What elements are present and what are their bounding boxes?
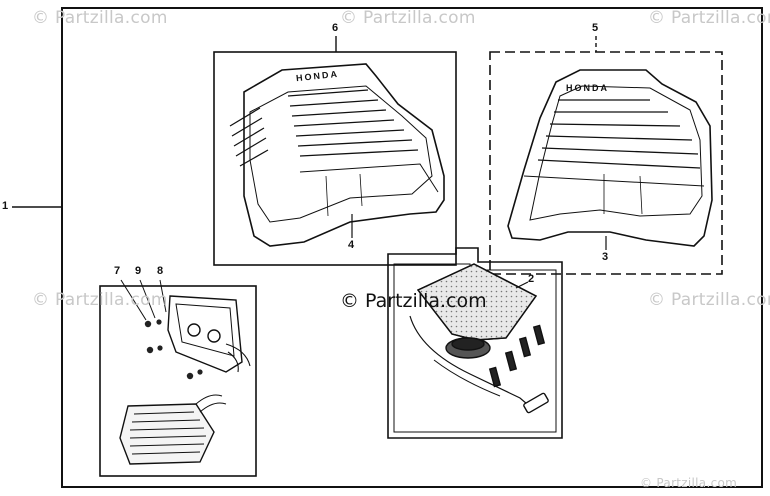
group-frame-6 — [213, 51, 457, 266]
lamp-lens — [119, 394, 227, 465]
watermark-top-left: © Partzilla.com — [32, 8, 168, 28]
callout-7: 7 — [114, 265, 121, 277]
watermark-top-center: © Partzilla.com — [340, 8, 476, 28]
watermark-center: © Partzilla.com — [340, 290, 487, 312]
watermark-mid-right: © Partzilla.com — [648, 290, 770, 310]
callout-1: 1 — [2, 200, 9, 212]
cover-right-brand: HONDA — [566, 83, 609, 93]
watermark-bottom-right: © Partzilla.com — [640, 476, 738, 490]
watermark-mid-left: © Partzilla.com — [32, 290, 168, 310]
callout-3: 3 — [602, 251, 609, 263]
callout-8: 8 — [157, 265, 164, 277]
lamp-housing — [167, 295, 251, 373]
leader-lines-7-8-9 — [120, 279, 167, 321]
group-frame-2 — [387, 247, 563, 439]
speaker-part-2 — [409, 263, 549, 414]
callout-4: 4 — [348, 239, 355, 251]
callout-2: 2 — [528, 273, 535, 285]
callout-6: 6 — [332, 22, 339, 34]
watermark-top-right: © Partzilla.com — [648, 8, 770, 28]
leader-line-2 — [515, 281, 529, 289]
fasteners — [144, 319, 203, 380]
callout-5: 5 — [592, 22, 599, 34]
callout-9: 9 — [135, 265, 142, 277]
group-frame-lamp — [99, 285, 257, 477]
cover-left-part-4 — [229, 63, 445, 247]
assembly-frame — [61, 7, 763, 488]
cover-right-part-3 — [507, 69, 713, 247]
group-frame-5 — [489, 51, 723, 275]
